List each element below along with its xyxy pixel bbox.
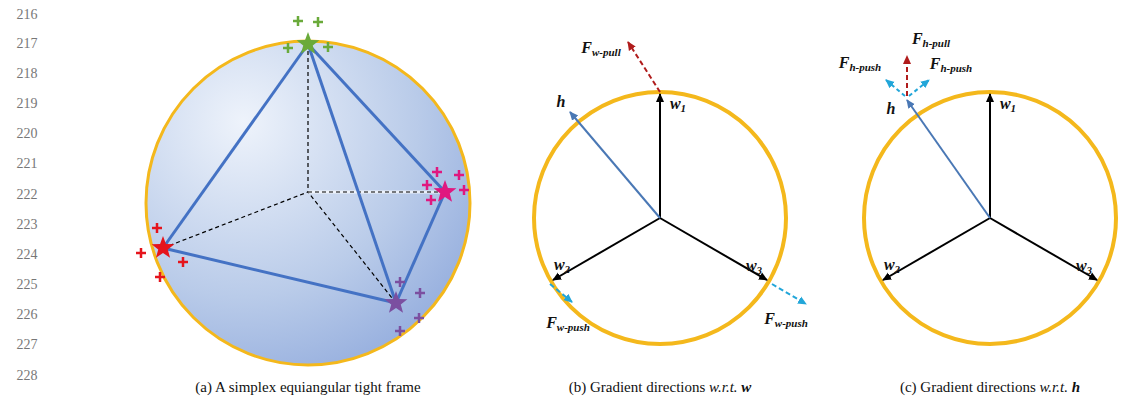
line-number: 218 bbox=[17, 66, 38, 82]
subfigure-caption: (c) Gradient directions w.r.t. h bbox=[900, 379, 1080, 396]
line-number: 227 bbox=[17, 337, 38, 353]
line-number: 220 bbox=[17, 126, 38, 142]
line-number: 228 bbox=[17, 368, 38, 384]
force-label: Fw-pull bbox=[581, 39, 620, 57]
line-number: 221 bbox=[17, 156, 38, 172]
vector-label: w1 bbox=[1000, 95, 1016, 113]
line-number: 224 bbox=[17, 247, 38, 263]
subfigure-caption: (a) A simplex equiangular tight frame bbox=[195, 379, 420, 396]
line-number: 219 bbox=[17, 96, 38, 112]
force-label: Fh-push bbox=[839, 54, 881, 72]
force-label: Fw-push bbox=[764, 310, 808, 328]
line-number: 216 bbox=[17, 7, 38, 23]
line-number: 226 bbox=[17, 307, 38, 323]
force-label: Fh-pull bbox=[912, 30, 950, 48]
force-label: Fw-push bbox=[546, 314, 590, 332]
vector-label: w1 bbox=[670, 95, 686, 113]
gradient-h-panel bbox=[864, 56, 1116, 344]
subfigure-caption: (b) Gradient directions w.r.t. w bbox=[569, 379, 752, 396]
vector-label: w2 bbox=[884, 256, 900, 274]
vector-label: w3 bbox=[746, 257, 762, 275]
gradient-w-panel bbox=[534, 42, 806, 344]
line-number: 225 bbox=[17, 277, 38, 293]
vector-label: w2 bbox=[554, 256, 570, 274]
line-number: 222 bbox=[17, 187, 38, 203]
force-label: Fh-push bbox=[930, 55, 972, 73]
line-number: 217 bbox=[17, 36, 38, 52]
simplex-etf-sphere bbox=[136, 16, 470, 365]
line-number: 223 bbox=[17, 217, 38, 233]
vector-label: w3 bbox=[1076, 257, 1092, 275]
vector-label: h bbox=[887, 100, 896, 118]
vector-label: h bbox=[557, 93, 566, 111]
